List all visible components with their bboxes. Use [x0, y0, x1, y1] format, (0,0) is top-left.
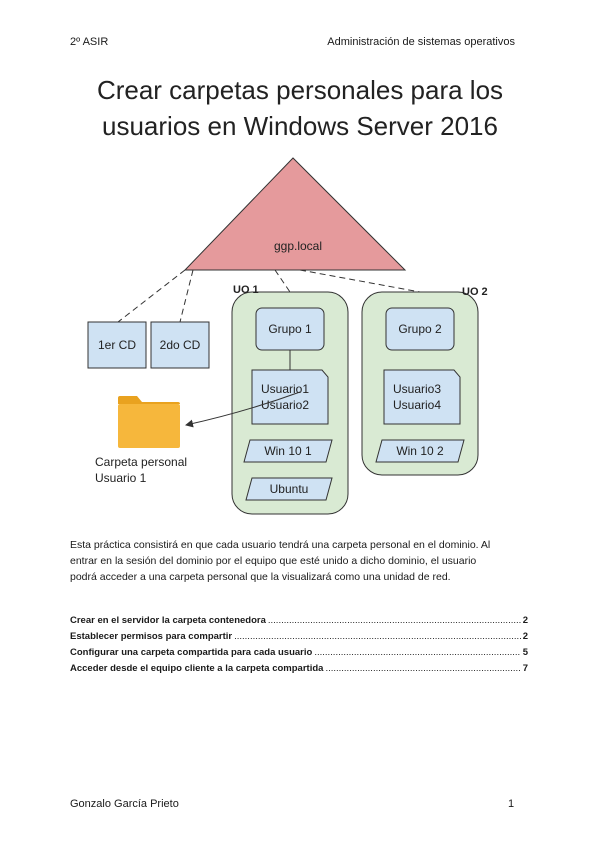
ou2-user-2: Usuario4: [393, 398, 441, 412]
ou1-user-1: Usuario1: [261, 382, 309, 396]
toc-leader: [325, 661, 520, 677]
folder-caption-line-1: Carpeta personal: [95, 455, 187, 469]
title-line-1: Crear carpetas personales para los: [96, 75, 504, 105]
intro-line-1: Esta práctica consistirá en que cada usu…: [70, 539, 491, 551]
intro-paragraph: Esta práctica consistirá en que cada usu…: [70, 537, 530, 585]
dc1-label: 1er CD: [98, 338, 136, 352]
toc-entry-page: 7: [522, 663, 528, 674]
ou1-pc1-label: Win 10 1: [264, 444, 312, 458]
footer-page-number: 1: [508, 798, 515, 810]
toc-entry-acceder-cliente[interactable]: Acceder desde el equipo cliente a la car…: [70, 661, 528, 677]
ou2-user-1: Usuario3: [393, 382, 441, 396]
ou2-label: UO 2: [462, 286, 488, 298]
table-of-contents: Crear en el servidor la carpeta contened…: [70, 613, 528, 677]
link-ou1: [274, 269, 291, 293]
toc-entry-text: Configurar una carpeta compartida para c…: [70, 647, 313, 658]
toc-entry-permisos[interactable]: Establecer permisos para compartir 2: [70, 629, 528, 645]
ou1-users-box: [251, 369, 329, 425]
toc-entry-text: Crear en el servidor la carpeta contened…: [70, 615, 266, 626]
dc2-label: 2do CD: [160, 338, 201, 352]
toc-leader: [268, 613, 521, 629]
toc-entry-text: Acceder desde el equipo cliente a la car…: [70, 663, 324, 674]
page-title: Crear carpetas personales para los usuar…: [40, 72, 560, 144]
toc-entry-page: 2: [522, 631, 528, 642]
link-dc2: [179, 269, 194, 323]
ou1-group-label: Grupo 1: [268, 322, 312, 336]
title-line-2: usuarios en Windows Server 2016: [102, 111, 498, 141]
folder-caption-line-2: Usuario 1: [95, 471, 147, 485]
ou2-group-box: [385, 307, 455, 351]
ou1-pc2-box: [245, 477, 333, 501]
ou1-pc1-box: [243, 439, 333, 463]
toc-entry-page: 2: [522, 615, 528, 626]
ou2-pc1-label: Win 10 2: [396, 444, 444, 458]
ou2-pc1-box: [375, 439, 465, 463]
domain-label: ggp.local: [274, 239, 322, 253]
domain-triangle: [183, 157, 407, 271]
toc-leader: [314, 645, 520, 661]
intro-line-2: entrar en la sesión del dominio por el e…: [70, 555, 477, 567]
dc1-box: [87, 321, 147, 369]
footer-author: Gonzalo García Prieto: [70, 798, 179, 810]
ou1-user-2: Usuario2: [261, 398, 309, 412]
dc2-box: [150, 321, 210, 369]
intro-line-3: podrá acceder a una carpeta personal que…: [70, 571, 451, 583]
header-course: 2º ASIR: [70, 36, 109, 48]
ou1-label: UO 1: [233, 284, 259, 296]
users-to-folder-arrow: [185, 391, 301, 428]
toc-leader: [234, 629, 521, 645]
link-dc1: [117, 269, 186, 323]
toc-entry-text: Establecer permisos para compartir: [70, 631, 233, 642]
toc-entry-crear-carpeta[interactable]: Crear en el servidor la carpeta contened…: [70, 613, 528, 629]
ou1-pc2-label: Ubuntu: [270, 482, 309, 496]
toc-entry-carpeta-compartida[interactable]: Configurar una carpeta compartida para c…: [70, 645, 528, 661]
link-ou2: [299, 269, 421, 293]
folder-icon: [118, 396, 180, 448]
header-subject: Administración de sistemas operativos: [327, 36, 515, 48]
ou2-group-label: Grupo 2: [398, 322, 442, 336]
ou2-users-box: [383, 369, 461, 425]
toc-entry-page: 5: [522, 647, 528, 658]
